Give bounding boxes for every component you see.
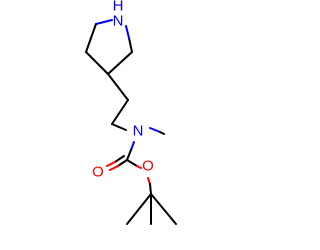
bond-ring-c5-n-b [125,25,130,39]
bond-n-carbonyl-a [130,141,135,151]
bond-c4-ch2a [107,73,129,101]
atom-label-carbonyl-o: O [92,164,104,181]
bond-ring-c3-c4 [85,51,109,75]
atom-label-ring-nh-h: H [113,0,124,15]
bond-ring-n-c2 [95,19,113,25]
bond-carbonyl-double-1b [109,165,119,171]
bond-tbu-methyl-right [150,193,177,225]
structure-diagram: H N N O O [85,0,177,225]
bond-n-methyl-a [149,127,161,133]
bond-carbonyl-double-1a [117,159,128,167]
bond-carbonyl-double-2a [114,155,125,163]
bond-n-methyl-b [159,131,165,135]
atom-label-ring-n: N [113,13,124,30]
atom-label-carbamate-n: N [133,123,144,140]
carbamate-group [106,127,165,195]
pyrrolidine-ring [85,19,133,75]
bond-ring-c4-c5 [107,51,133,75]
bond-ring-c5-n-a [128,37,133,53]
atom-label-ester-o: O [142,158,154,175]
bond-carbonyl-double-2b [106,161,116,167]
tert-butyl-group [126,193,177,225]
bond-ch2b-n [111,123,127,131]
bond-n-carbonyl-b [126,149,132,161]
ethyl-linker [107,73,129,131]
bond-ch2a-ch2b [111,99,129,125]
bond-oester-tbu-b [149,183,152,195]
bond-tbu-methyl-left [126,193,152,225]
bond-oester-tbu-a [147,177,151,185]
bond-ring-c2-c3 [85,23,97,53]
bond-carbonyl-oester-b [136,165,142,169]
bond-carbonyl-oester-a [126,159,138,167]
